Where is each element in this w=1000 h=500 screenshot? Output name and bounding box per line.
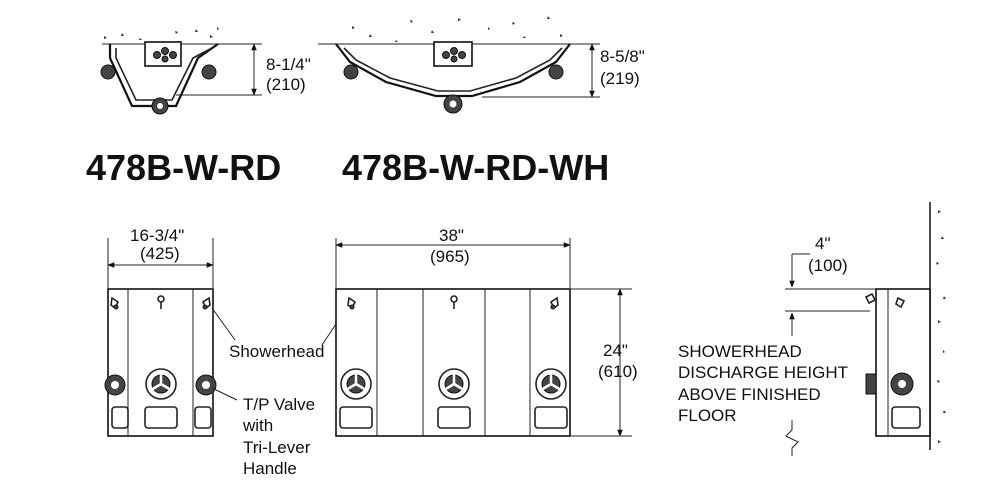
shower-housing (107, 288, 214, 437)
depth-label-in-triple: 8-5/8" (600, 47, 645, 66)
concrete-speckles (104, 27, 219, 40)
side-note-line2: DISCHARGE HEIGHT (678, 363, 848, 382)
side-note-line4: FLOOR (678, 406, 737, 425)
shower-housing-side (875, 288, 931, 437)
model-title-single: 478B-W-RD (86, 147, 281, 188)
right-valve-handle (548, 64, 564, 80)
depth-label-in-single: 8-1/4" (266, 55, 311, 74)
right-valve-handle (201, 64, 217, 80)
offset-label-in: 4" (815, 234, 831, 253)
tri-lever-handle-icon (340, 368, 372, 400)
drain-grille (111, 406, 129, 429)
model-title-triple: 478B-W-RD-WH (342, 147, 609, 188)
drain-grille (437, 406, 471, 429)
top-view-single: 8-1/4" (210) (100, 27, 311, 115)
side-note-line1: SHOWERHEAD (678, 342, 802, 361)
shower-housing (335, 288, 571, 437)
valve-handle-icon (195, 374, 217, 396)
showerhead-icon (347, 296, 357, 310)
drain-grille (144, 406, 178, 429)
break-line (785, 429, 799, 456)
front-view-single: 16-3/4" (425) (104, 226, 238, 437)
width-label-in-single: 16-3/4" (130, 226, 184, 245)
height-label-mm: (610) (598, 362, 638, 381)
showerhead-icon (864, 292, 906, 309)
housing-inner (343, 47, 563, 92)
showerhead-icon (201, 296, 211, 310)
showerhead-icon (450, 295, 458, 309)
leader-line (211, 307, 236, 341)
drain-grille (339, 406, 373, 429)
drain-grille (534, 406, 568, 429)
drain-grille (194, 406, 212, 429)
valve-callout-line4: Handle (243, 459, 297, 478)
concrete-speckles (352, 16, 563, 42)
width-label-mm-triple: (965) (430, 247, 470, 266)
left-valve-handle (100, 64, 116, 80)
showerhead-icon (110, 296, 120, 310)
side-view: 4" (100) (785, 202, 946, 456)
side-note-line3: ABOVE FINISHED (678, 385, 821, 404)
width-label-in-triple: 38" (439, 226, 464, 245)
valve-callout-line1: T/P Valve (243, 395, 315, 414)
valve-handle-icon (104, 374, 126, 396)
offset-label-mm: (100) (808, 256, 848, 275)
depth-label-mm-triple: (219) (600, 69, 640, 88)
drain-grille (891, 406, 921, 429)
valve-handle-icon (865, 372, 914, 396)
height-label-in: 24" (603, 341, 628, 360)
left-valve-handle (343, 64, 359, 80)
showerhead-callout: Showerhead (229, 342, 324, 361)
top-view-triple: 8-5/8" (219) (318, 16, 645, 114)
width-label-mm-single: (425) (140, 244, 180, 263)
tri-lever-handle-icon (438, 368, 470, 400)
concrete-speckles (936, 210, 946, 443)
depth-label-mm-single: (210) (266, 75, 306, 94)
valve-callout-line3: Tri-Lever (243, 438, 311, 457)
valve-callout-line2: with (242, 416, 273, 435)
showerhead-icon (157, 295, 165, 309)
showerhead-icon (549, 296, 559, 310)
front-view-triple: 38" (965) 24" (610) (321, 226, 638, 437)
leader-line (211, 387, 238, 401)
tri-lever-handle-icon (535, 368, 567, 400)
tri-lever-handle-icon (145, 368, 177, 400)
